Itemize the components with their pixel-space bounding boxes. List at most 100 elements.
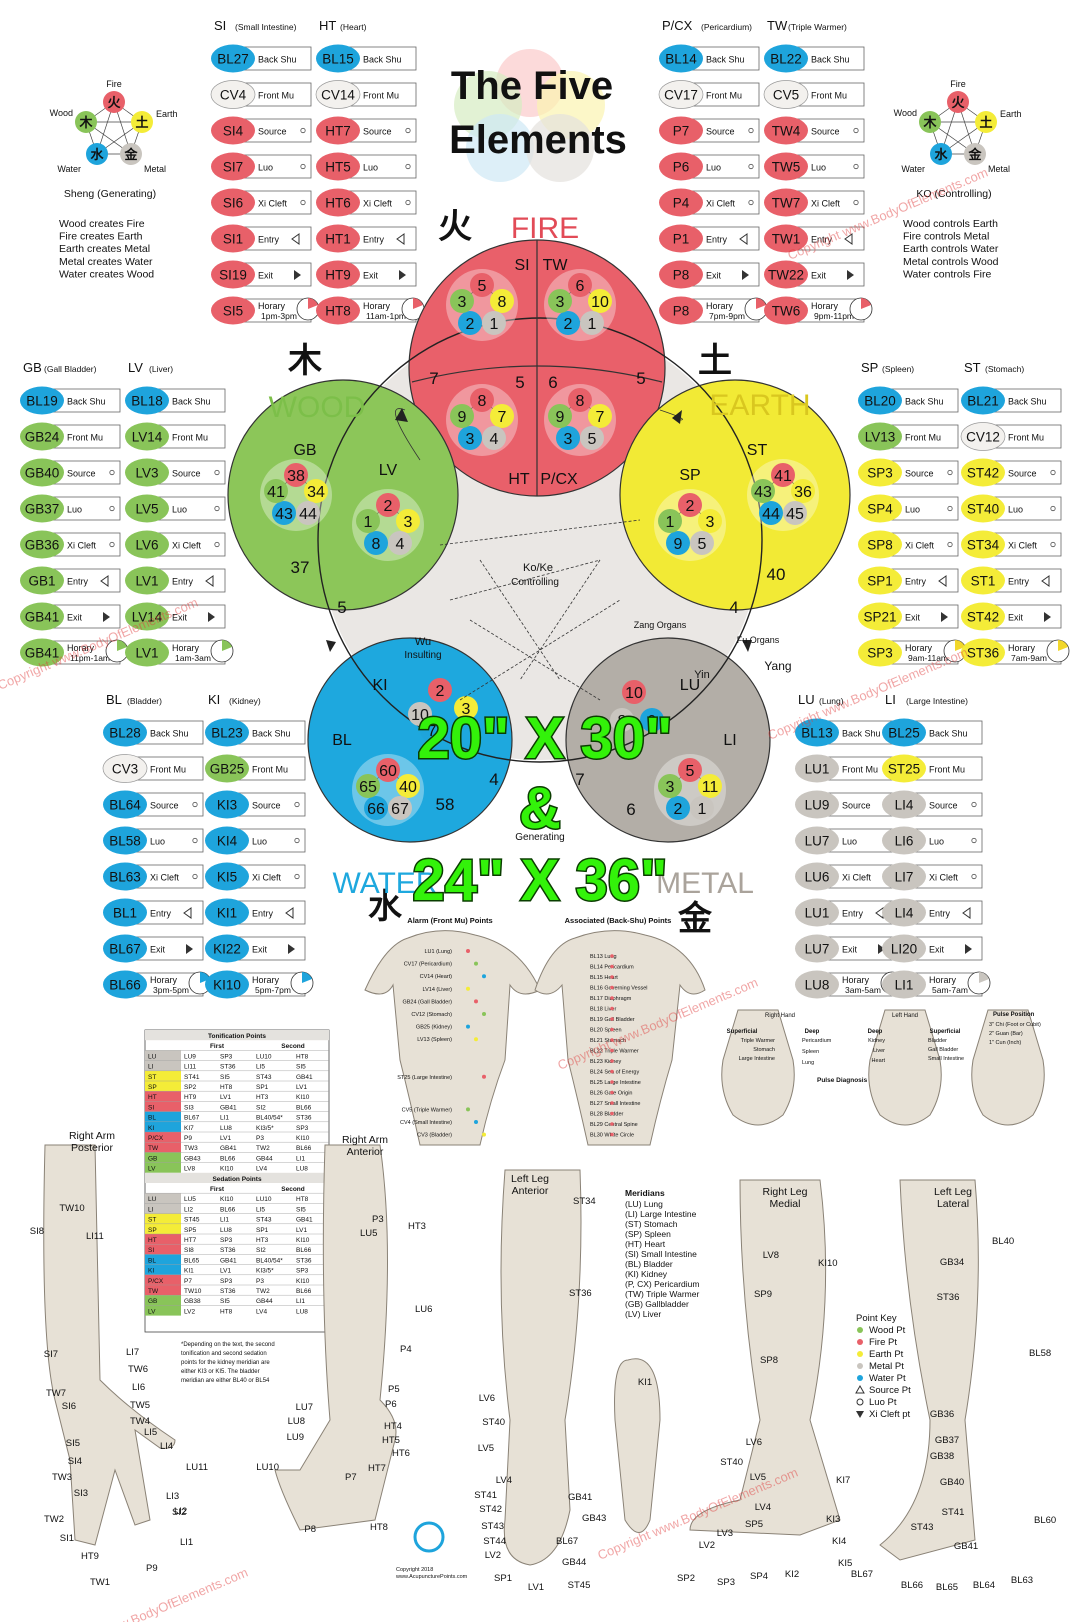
right-hand-label: Right Hand <box>765 1013 795 1019</box>
point-code: TW1 <box>772 232 801 247</box>
point-code: TW4 <box>772 124 801 139</box>
column-subheader: (Lung) <box>819 696 844 706</box>
right-leg-medial-figure <box>689 1179 841 1536</box>
point-badge <box>315 80 361 109</box>
table-footnote: points for the kidney meridian are <box>181 1360 270 1366</box>
table-row-color <box>145 1203 181 1214</box>
table-cell: SI5 <box>296 1206 306 1213</box>
cluster-number: 67 <box>391 801 409 818</box>
limb-point-label: LI3 <box>166 1491 179 1502</box>
exit-arrow-icon <box>208 612 215 622</box>
row-label: Luo <box>842 837 857 847</box>
table-cell: BL40/54* <box>256 1115 283 1122</box>
limb-point-label: LV2 <box>699 1540 715 1551</box>
table-cell: BL66 <box>296 1247 312 1254</box>
point-code: BL20 <box>864 394 896 409</box>
point-badge <box>659 224 703 253</box>
table-row-color <box>145 1305 181 1316</box>
entry-arrow-icon <box>1041 575 1050 587</box>
horary-time: 11am-1pm <box>366 311 406 321</box>
point-code: LU1 <box>805 762 830 777</box>
point-badge <box>659 152 703 181</box>
table-cell: GB41 <box>220 1145 237 1152</box>
point-code: KI10 <box>213 978 241 993</box>
exit-arrow-icon <box>742 270 749 280</box>
table-cell: LV <box>148 1308 156 1315</box>
wood-big-character: 木 <box>287 342 322 380</box>
table-cell: KI10 <box>296 1278 310 1285</box>
second-header: Second <box>281 1043 305 1050</box>
row-label: Source <box>258 127 287 137</box>
row-label: Luo <box>258 163 273 173</box>
yang-label: Yang <box>764 659 791 673</box>
cluster-point <box>771 463 795 487</box>
front-point-label: CV14 (Heart) <box>420 974 453 980</box>
right-arm-anterior-figure <box>274 1144 397 1531</box>
table-cell: TW <box>148 1145 159 1152</box>
cluster-number: 9 <box>458 409 467 426</box>
point-code: LV14 <box>132 430 163 445</box>
table-cell: SP1 <box>256 1084 269 1091</box>
pulse-position-label: 2" Guan (Bar) <box>989 1031 1023 1037</box>
back-point-dot <box>610 1006 614 1011</box>
cluster-point <box>396 774 420 798</box>
cluster-point <box>759 501 783 525</box>
table-cell: P9 <box>184 1135 192 1142</box>
row-label: Entry <box>1008 577 1030 587</box>
exit-arrow-icon <box>878 944 885 954</box>
horary-time: 11pm-1am <box>70 653 110 663</box>
point-code: LI1 <box>895 978 914 993</box>
cluster-point <box>458 311 482 335</box>
point-type-marker-icon <box>109 505 115 512</box>
cluster-number: 5 <box>686 763 695 780</box>
row-label: Source <box>905 469 934 479</box>
point-code: BL27 <box>217 52 249 67</box>
limb-point-label: P9 <box>146 1563 158 1574</box>
limb-point-label: SI4 <box>68 1456 82 1467</box>
pulse-label: Spleen <box>802 1049 819 1055</box>
cluster-number: 44 <box>299 506 317 523</box>
organ-label-st: ST <box>747 442 768 459</box>
point-badge <box>20 602 64 631</box>
point-code: LV5 <box>135 502 158 517</box>
back-point-label: BL22 Triple Warmer <box>590 1049 639 1055</box>
limb-point-label: BL40 <box>992 1236 1014 1247</box>
wood-label: Wood <box>894 108 917 118</box>
cluster-number: 60 <box>379 763 397 780</box>
limb-point-label: ST45 <box>568 1580 591 1591</box>
limb-point-label: ST41 <box>942 1507 965 1518</box>
point-badge <box>125 530 169 559</box>
table-cell: LI <box>148 1064 154 1071</box>
zang-label: Zang Organs <box>634 620 687 630</box>
table-cell: SI3 <box>184 1104 194 1111</box>
row-label: Horary <box>929 975 957 985</box>
limb-point-label: BL63 <box>1011 1575 1033 1586</box>
table-cell: KI3/5* <box>256 1268 274 1275</box>
relation-arrow <box>439 519 641 546</box>
point-badge <box>125 602 169 631</box>
point-badge <box>764 260 808 289</box>
limb-point-label: HT3 <box>408 1221 426 1232</box>
point-badge <box>211 260 255 289</box>
table-cell: P/CX <box>148 1278 164 1285</box>
row-label: Xi Cleft <box>150 873 180 883</box>
table-cell: P7 <box>184 1278 192 1285</box>
point-badge <box>316 44 360 73</box>
horary-time: 1pm-3pm <box>261 311 297 321</box>
limb-point-label: TW3 <box>52 1472 72 1483</box>
horary-time: 9pm-11pm <box>814 311 854 321</box>
point-badge <box>103 898 147 927</box>
limb-point-label: LU7 <box>296 1402 313 1413</box>
row-label: Horary <box>150 975 178 985</box>
point-badge <box>205 826 249 855</box>
table-cell: SP5 <box>184 1227 197 1234</box>
right-arm-posterior-figure <box>43 1144 176 1546</box>
point-code: GB36 <box>25 538 60 553</box>
point-code: SI5 <box>223 304 243 319</box>
back-point-dot <box>610 996 614 1000</box>
ko-line: Fire controls Metal <box>903 231 989 243</box>
cluster-number: 5 <box>478 278 487 295</box>
